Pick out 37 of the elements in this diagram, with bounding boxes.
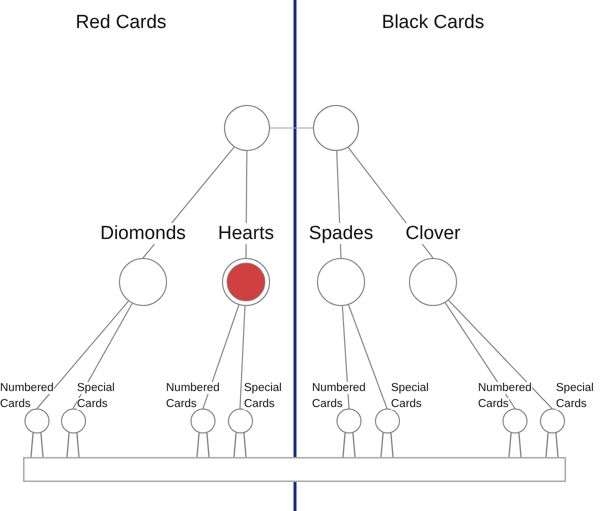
connector-line xyxy=(352,432,356,458)
connector-line xyxy=(508,432,512,458)
connector-line xyxy=(380,432,384,458)
connector-line xyxy=(348,304,388,409)
connector-line xyxy=(444,302,516,409)
connector-line xyxy=(545,432,549,458)
connector-line xyxy=(72,302,133,409)
node-circle xyxy=(224,105,270,151)
column-heading: Black Cards xyxy=(382,12,484,34)
connector-line xyxy=(342,305,350,409)
connector-line xyxy=(206,432,210,458)
node-label: Special Cards xyxy=(77,381,116,412)
connector-line xyxy=(233,432,237,458)
connector-line xyxy=(518,432,522,458)
connector-line xyxy=(30,432,34,458)
connector-line xyxy=(66,432,70,458)
connector-line xyxy=(40,432,44,458)
node-label: Special Cards xyxy=(244,381,283,412)
node-label: Special Cards xyxy=(556,381,595,412)
node-circle xyxy=(313,105,359,151)
connector-line xyxy=(76,432,80,458)
node-label: Diomonds xyxy=(99,222,187,246)
node-label: Special Cards xyxy=(391,381,430,412)
connector-line xyxy=(202,304,240,409)
connector-line xyxy=(243,432,247,458)
base-bar xyxy=(23,457,566,482)
connector-line xyxy=(36,300,129,409)
connector-line xyxy=(196,432,200,458)
connector-line xyxy=(555,432,559,458)
connector-line xyxy=(448,300,552,409)
connector-line xyxy=(240,305,246,409)
connector-line xyxy=(390,432,394,458)
column-heading: Red Cards xyxy=(76,12,166,34)
node-label: Clover xyxy=(404,222,462,246)
connector-line xyxy=(342,432,346,458)
node-label: Spades xyxy=(308,222,374,246)
node-label: Hearts xyxy=(217,222,275,246)
